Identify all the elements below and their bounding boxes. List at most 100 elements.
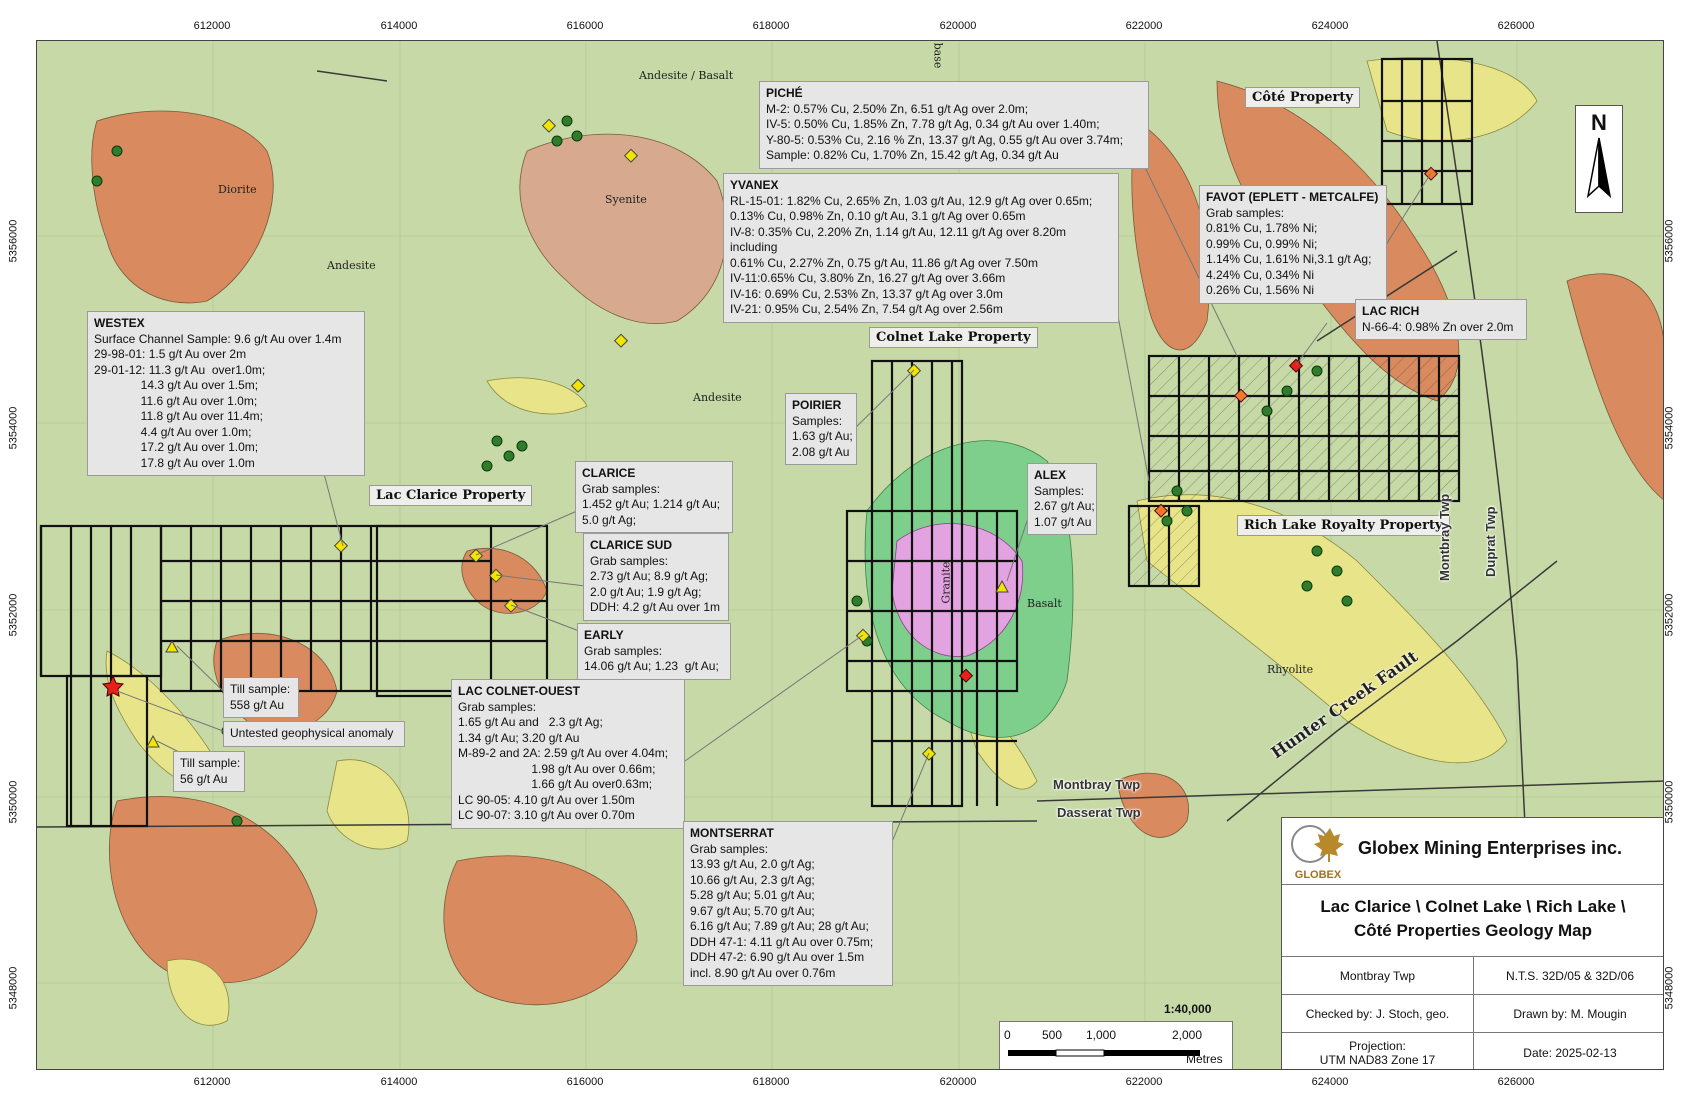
callout-title: YVANEX — [730, 178, 779, 192]
callout-line: 4.4 g/t Au over 1.0m; — [94, 424, 252, 439]
sw-intrusive — [108, 796, 318, 984]
callout-line: Surface Channel Sample: 9.6 g/t Au over … — [94, 331, 342, 346]
callout-favot: FAVOT (EPLETT - METCALFE) Grab samples: … — [1199, 185, 1387, 304]
x-tick-bottom: 624000 — [1311, 1076, 1349, 1088]
callout-line: 0.61% Cu, 2.27% Zn, 0.75 g/t Au, 11.86 g… — [730, 255, 1038, 270]
callout-line: 13.93 g/t Au, 2.0 g/t Ag; — [690, 857, 815, 871]
y-tick-right: 5356000 — [1663, 219, 1676, 263]
callout-alex: ALEX Samples: 2.67 g/t Au; 1.07 g/t Au — [1027, 463, 1097, 535]
callout-early: EARLY Grab samples: 14.06 g/t Au; 1.23 g… — [577, 623, 731, 680]
callout-westex: WESTEX Surface Channel Sample: 9.6 g/t A… — [87, 311, 365, 476]
property-label-colnet-lake: Colnet Lake Property — [869, 327, 1038, 348]
callout-line: 0.26% Cu, 1.56% Ni — [1206, 283, 1315, 297]
callout-line: Grab samples: — [590, 553, 669, 568]
callout-title: ALEX — [1034, 468, 1067, 482]
south-intrusive — [443, 855, 638, 1006]
x-tick-bottom: 616000 — [566, 1076, 604, 1088]
sample-points — [91, 115, 1353, 827]
se-intrusive — [1116, 772, 1189, 838]
sw-felsic — [166, 958, 230, 1026]
ne-felsic — [1366, 57, 1538, 142]
callout-line: 14.06 g/t Au; 1.23 g/t Au; — [584, 659, 719, 673]
callout-title: LAC RICH — [1362, 304, 1420, 318]
callout-line: Grab samples: — [1206, 205, 1285, 220]
info-row-3: Projection: UTM NAD83 Zone 17 Date: 2025… — [1282, 1032, 1663, 1069]
unit-label-fragment: base — [931, 42, 945, 69]
callout-line: Grab samples: — [584, 643, 663, 658]
x-tick-top: 624000 — [1311, 20, 1349, 32]
x-tick-top: 614000 — [380, 20, 418, 32]
township-label-dasserat: Dasserat Twp — [1057, 805, 1141, 820]
x-tick-top: 618000 — [752, 20, 790, 32]
scale-bar-graphic — [1008, 1049, 1200, 1057]
maple-leaf-icon — [1291, 825, 1344, 863]
drawn-by-cell: Drawn by: M. Mougin — [1513, 1006, 1627, 1021]
geology-map-canvas[interactable]: Andesite / Basalt Diorite Syenite Andesi… — [36, 40, 1664, 1070]
callout-line: Grab samples: — [582, 481, 661, 496]
north-arrow: N — [1575, 105, 1623, 213]
callout-line: IV-11:0.65% Cu, 3.80% Zn, 16.27 g/t Ag o… — [730, 271, 1006, 285]
callout-line: RL-15-01: 1.82% Cu, 2.65% Zn, 1.03 g/t A… — [730, 193, 1093, 208]
callout-lac-colnet-ouest: LAC COLNET-OUEST Grab samples: 1.65 g/t … — [451, 679, 685, 829]
callout-line: 1.34 g/t Au; 3.20 g/t Au — [458, 730, 580, 745]
y-tick-left: 5354000 — [7, 406, 20, 450]
callout-line: Grab samples: — [690, 841, 769, 856]
township-label-montbray-vertical: Montbray Twp — [1437, 493, 1452, 581]
callout-till-56: Till sample: 56 g/t Au — [173, 751, 245, 792]
callout-title: CLARICE SUD — [590, 538, 673, 552]
callout-line: 0.99% Cu, 0.99% Ni; — [1206, 236, 1318, 251]
scale-label: 1,000 — [1086, 1028, 1117, 1042]
callout-line: N-66-4: 0.98% Zn over 2.0m — [1362, 319, 1514, 334]
unit-label-basalt: Basalt — [1027, 597, 1062, 610]
north-arrow-icon — [1586, 137, 1612, 199]
callout-line: 56 g/t Au — [180, 771, 228, 786]
checked-by-cell: Checked by: J. Stoch, geo. — [1282, 995, 1474, 1032]
callout-title: MONTSERRAT — [690, 826, 774, 840]
unit-label-granite: Granite — [939, 561, 953, 604]
x-tick-bottom: 622000 — [1125, 1076, 1163, 1088]
x-tick-bottom: 614000 — [380, 1076, 418, 1088]
till-samples — [146, 579, 1009, 748]
globex-logo: GLOBEX — [1288, 822, 1348, 881]
callout-line: DDH 47-2: 6.90 g/t Au over 1.5m — [690, 950, 865, 964]
logo-text: GLOBEX — [1294, 869, 1342, 881]
callout-line: Untested geophysical anomaly — [230, 726, 394, 740]
gold-showings — [333, 118, 937, 761]
callout-line: 1.63 g/t Au; — [792, 429, 853, 443]
callout-lac-rich: LAC RICH N-66-4: 0.98% Zn over 2.0m — [1355, 299, 1527, 340]
callout-line: M-89-2 and 2A: 2.59 g/t Au over 4.04m; — [458, 746, 669, 760]
callout-line: Samples: — [792, 413, 843, 428]
callout-line: Till sample: — [180, 756, 241, 770]
east-margin — [1566, 273, 1663, 500]
callout-line: DDH 47-1: 4.11 g/t Au over 0.75m; — [690, 934, 874, 949]
x-tick-top: 626000 — [1497, 20, 1535, 32]
info-row-1: Montbray Twp N.T.S. 32D/05 & 32D/06 — [1282, 956, 1663, 994]
callout-line: 11.6 g/t Au over 1.0m; — [94, 393, 258, 408]
callout-montserrat: MONTSERRAT Grab samples: 13.93 g/t Au, 2… — [683, 821, 893, 986]
callout-clarice-sud: CLARICE SUD Grab samples: 2.73 g/t Au; 8… — [583, 533, 729, 621]
callout-piche: PICHÉ M-2: 0.57% Cu, 2.50% Zn, 6.51 g/t … — [759, 81, 1149, 169]
callout-title: CLARICE — [582, 466, 636, 480]
callout-line: 1.65 g/t Au and 2.3 g/t Ag; — [458, 715, 603, 729]
callout-line: 1.07 g/t Au — [1034, 514, 1092, 529]
property-label-lac-clarice: Lac Clarice Property — [369, 485, 533, 506]
x-tick-bottom: 612000 — [193, 1076, 231, 1088]
callout-line: IV-8: 0.35% Cu, 2.20% Zn, 1.14 g/t Au, 1… — [730, 224, 1066, 239]
title-block: GLOBEX Globex Mining Enterprises inc. La… — [1281, 817, 1663, 1069]
callout-title: WESTEX — [94, 316, 145, 330]
callout-line: 6.16 g/t Au; 7.89 g/t Au; 28 g/t Au; — [690, 919, 869, 933]
unit-label-syenite: Syenite — [605, 193, 647, 206]
scale-ratio: 1:40,000 — [1164, 1002, 1212, 1016]
scale-unit: Metres — [1186, 1052, 1223, 1066]
callout-line: M-2: 0.57% Cu, 2.50% Zn, 6.51 g/t Ag ove… — [766, 101, 1029, 116]
callout-line: 2.0 g/t Au; 1.9 g/t Ag; — [590, 584, 702, 599]
y-tick-right: 5354000 — [1663, 406, 1676, 450]
callout-line: 558 g/t Au — [230, 697, 285, 712]
map-title-line-2: Côté Properties Geology Map — [1353, 921, 1593, 940]
x-tick-top: 612000 — [193, 20, 231, 32]
north-arrow-letter: N — [1591, 110, 1607, 135]
callout-line: 1.98 g/t Au over 0.66m; — [458, 761, 656, 776]
township-cell: Montbray Twp — [1282, 957, 1474, 994]
callout-line: 5.28 g/t Au; 5.01 g/t Au; — [690, 888, 815, 902]
